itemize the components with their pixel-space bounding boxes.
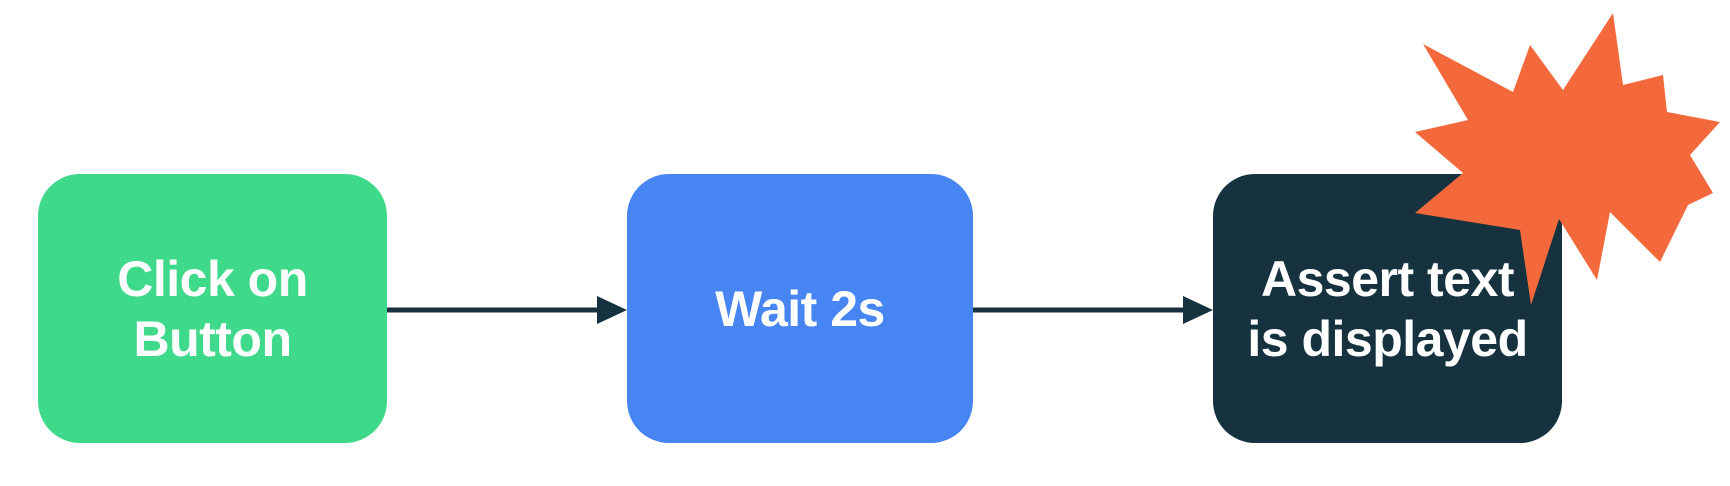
flow-node-click-on-button: Click on Button — [38, 174, 387, 443]
node-label-line: Click on — [117, 250, 308, 307]
node-label-line: Button — [133, 310, 292, 367]
arrowhead-icon — [597, 296, 627, 324]
node-label-line: Assert text — [1261, 250, 1514, 307]
flow-node-wait-2s: Wait 2s — [627, 174, 973, 443]
flow-node-assert-text: Assert text is displayed — [1213, 174, 1562, 443]
node-label-line: Wait 2s — [715, 280, 885, 337]
connector-arrow-2 — [973, 296, 1213, 324]
arrowhead-icon — [1183, 296, 1213, 324]
node-label-line: is displayed — [1247, 310, 1528, 367]
connector-arrow-1 — [387, 296, 627, 324]
